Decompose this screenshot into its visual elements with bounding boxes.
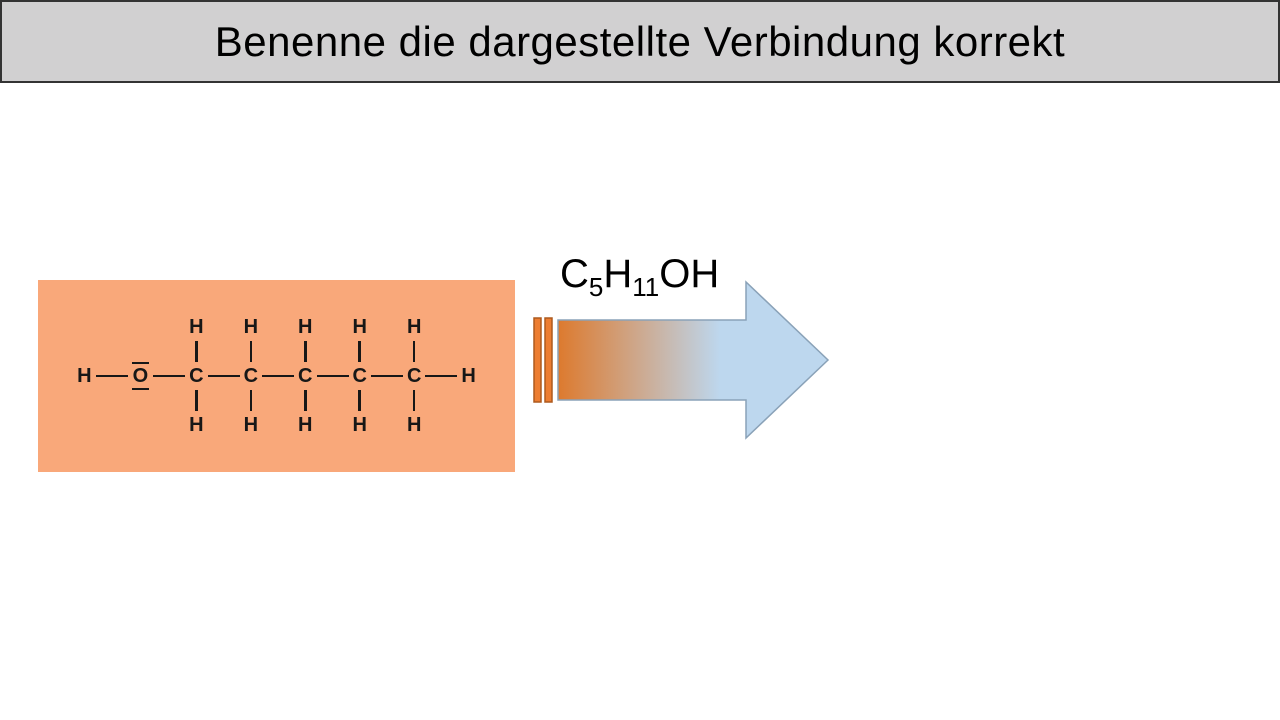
carbon-group: H C H (298, 317, 312, 435)
atom-h-right: H (461, 365, 476, 387)
atom-h-bottom: H (189, 414, 204, 436)
structural-formula: H O H C H H C H H C H H (77, 317, 476, 435)
gradient-arrow (533, 280, 830, 440)
atom-h-left: H (77, 365, 92, 387)
bond-vertical (412, 390, 416, 411)
atom-h-top: H (189, 316, 204, 338)
atom-h-bottom: H (406, 414, 422, 436)
carbon-group: H C H (244, 317, 258, 435)
formula-c-subscript: 5 (588, 272, 604, 302)
bond-horizontal (207, 374, 240, 378)
orange-bar-left (533, 317, 542, 403)
bond-vertical (195, 341, 198, 362)
atom-h-bottom: H (352, 414, 367, 436)
atom-h-bottom: H (243, 414, 259, 436)
slide-title-banner: Benenne die dargestellte Verbindung korr… (0, 0, 1280, 83)
atom-h-bottom: H (298, 414, 313, 436)
atom-h-top: H (352, 316, 367, 338)
atom-carbon: C (243, 365, 259, 387)
bond-vertical (249, 390, 253, 411)
carbon-group: H C H (407, 317, 421, 435)
bond-horizontal (95, 374, 128, 378)
carbon-group: H C H (189, 317, 203, 435)
atom-h-top: H (406, 316, 422, 338)
bond-vertical (358, 341, 361, 362)
atom-carbon: C (406, 365, 422, 387)
bond-vertical (358, 390, 361, 411)
bond-horizontal (316, 374, 349, 378)
bond-vertical (412, 341, 416, 362)
bond-vertical (195, 390, 198, 411)
bond-vertical (304, 390, 307, 411)
bond-horizontal (153, 374, 186, 378)
atom-carbon: C (352, 365, 367, 387)
formula-h-subscript: 11 (632, 272, 660, 302)
bond-horizontal (370, 374, 403, 378)
formula-h: H (603, 252, 633, 296)
atom-carbon: C (298, 365, 313, 387)
arrow-shape (557, 280, 830, 440)
carbon-group: H C H (353, 317, 367, 435)
bond-vertical (249, 341, 253, 362)
atom-h-top: H (243, 316, 259, 338)
structure-panel: H O H C H H C H H C H H (38, 280, 515, 472)
formula-c: C (560, 252, 589, 296)
bond-horizontal (425, 374, 458, 378)
orange-bar-right (544, 317, 553, 403)
bond-vertical (304, 341, 307, 362)
atom-carbon: C (189, 365, 204, 387)
molecular-formula: C5H11OH (560, 252, 720, 300)
formula-oh: OH (659, 252, 720, 296)
atom-h-top: H (298, 316, 313, 338)
bond-horizontal (262, 374, 295, 378)
page-title: Benenne die dargestellte Verbindung korr… (214, 17, 1066, 65)
atom-oxygen: O (131, 362, 150, 390)
